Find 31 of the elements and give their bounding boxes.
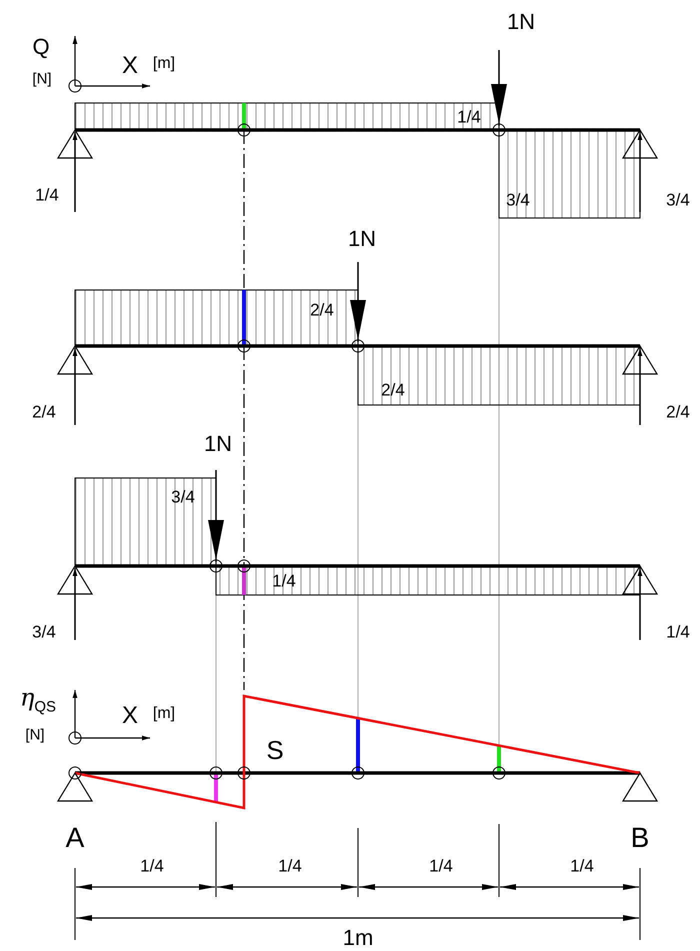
dimension-label: 1/4 xyxy=(570,858,594,874)
unit-label: [N] xyxy=(25,728,45,742)
value-label: 3/4 xyxy=(666,192,690,208)
dimension-label: 1/4 xyxy=(429,858,453,874)
unit-label: [m] xyxy=(152,56,176,72)
force-label: 1N xyxy=(506,11,536,33)
force-label: 1N xyxy=(204,433,232,455)
value-label: 3/4 xyxy=(506,192,530,208)
value-label: 2/4 xyxy=(310,302,334,318)
value-label: 2/4 xyxy=(666,404,690,420)
dimension-label: 1/4 xyxy=(140,858,164,874)
unit-label: [m] xyxy=(152,706,176,722)
value-label: 2/4 xyxy=(381,382,405,398)
axis-label: X xyxy=(122,54,138,78)
support-label: A xyxy=(66,824,84,852)
value-label: 1/4 xyxy=(457,108,481,126)
force-label: 1N xyxy=(348,228,376,250)
point-label: S xyxy=(266,737,284,763)
unit-label: [N] xyxy=(32,72,52,86)
value-label: 3/4 xyxy=(32,624,56,640)
support-label: B xyxy=(630,824,650,852)
value-label: 1/4 xyxy=(35,186,59,204)
axis-label: η$_{QS}$ xyxy=(20,686,56,714)
value-label: 1/4 xyxy=(666,624,690,640)
dimension-label: 1m xyxy=(342,927,374,949)
axis-label: Q xyxy=(32,36,50,58)
value-label: 3/4 xyxy=(171,488,195,506)
dimension-label: 1/4 xyxy=(278,858,302,874)
axis-label: X xyxy=(122,704,138,728)
value-label: 1/4 xyxy=(272,572,296,590)
value-label: 2/4 xyxy=(32,404,56,420)
